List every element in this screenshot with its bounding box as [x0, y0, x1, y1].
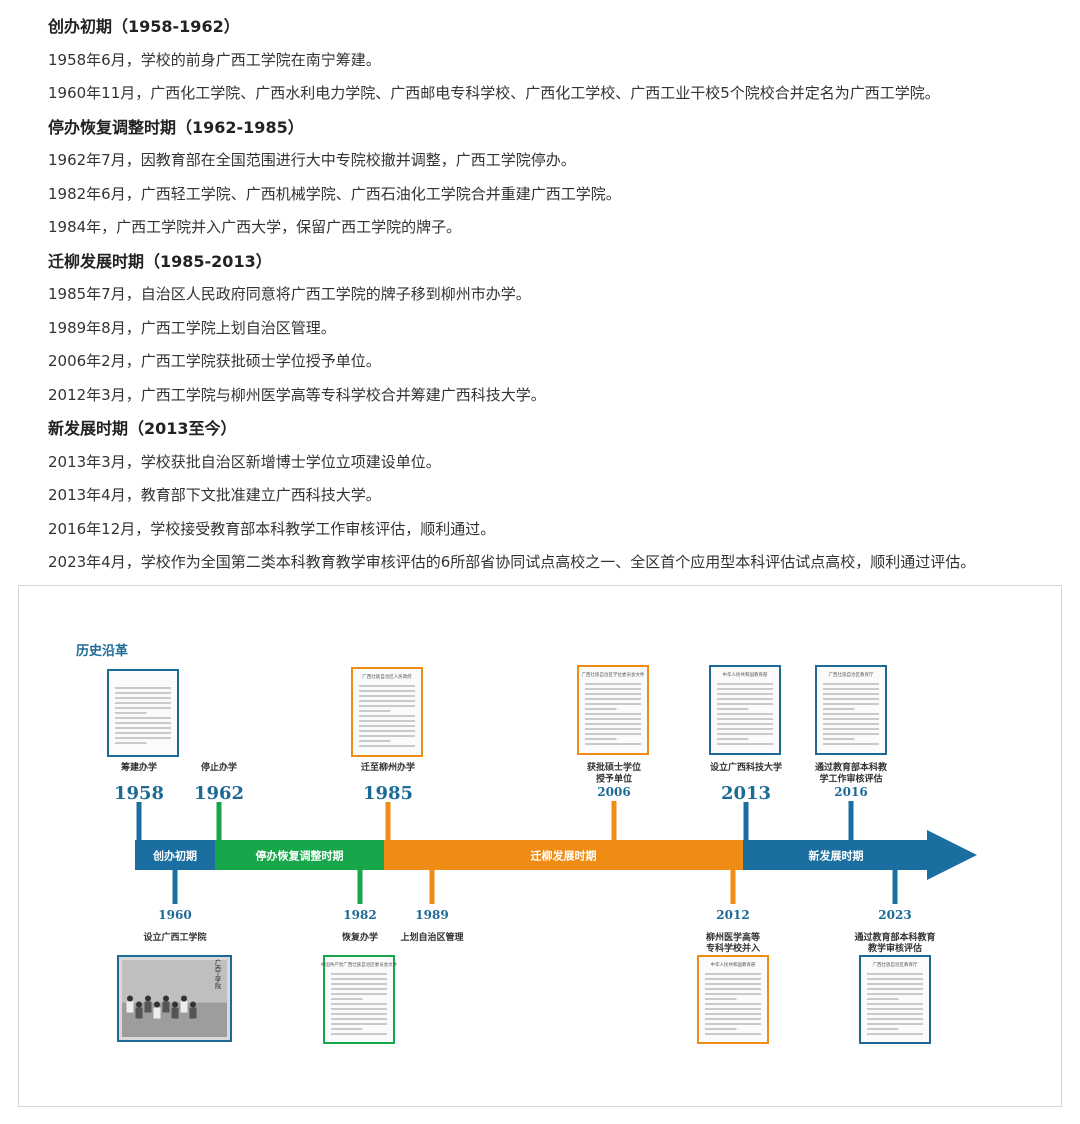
- archive-document-thumbnail: 中华人民共和国教育部: [709, 665, 781, 755]
- document-header-text: 中华人民共和国教育部: [711, 961, 756, 968]
- history-entry: 1958年6月，学校的前身广西工学院在南宁筹建。: [48, 50, 381, 69]
- photo-figure-head: [190, 1001, 196, 1008]
- archive-document-thumbnail: 广西壮族自治区教育厅: [815, 665, 887, 755]
- history-entry: 1982年6月，广西轻工学院、广西机械学院、广西石油化工学院合并重建广西工学院。: [48, 184, 621, 203]
- document-header-text: 广西壮族自治区学位委员会文件: [582, 671, 645, 678]
- timeline-event-label: 设立广西科技大学: [710, 761, 782, 773]
- document-header-text: 中国共产党广西壮族自治区委员会文件: [321, 961, 398, 968]
- section-title: 新发展时期（2013至今）: [48, 419, 237, 438]
- timeline-event-year: 1982: [343, 908, 376, 922]
- timeline-period-band: [135, 840, 215, 870]
- timeline-title: 历史沿革: [76, 643, 128, 659]
- photo-stamp-text: 广西工学院: [214, 958, 221, 990]
- photo-figure-body: [162, 1001, 170, 1013]
- timeline-period-label: 停办恢复调整时期: [256, 849, 344, 863]
- history-entry: 1960年11月，广西化工学院、广西水利电力学院、广西邮电专科学校、广西化工学校…: [48, 84, 940, 102]
- timeline-event-year: 2012: [716, 908, 749, 922]
- photo-figure-body: [171, 1007, 179, 1019]
- archive-document-thumbnail: 中华人民共和国教育部: [697, 955, 769, 1044]
- timeline-event-year: 1962: [194, 783, 244, 804]
- photo-figure-head: [181, 995, 187, 1002]
- history-entry: 1985年7月，自治区人民政府同意将广西工学院的牌子移到柳州市办学。: [48, 285, 531, 303]
- photo-figure-body: [153, 1007, 161, 1019]
- timeline-period-band: [743, 840, 929, 870]
- timeline-event-label: 通过教育部本科教育: [854, 931, 935, 943]
- timeline-event-year: 1989: [415, 908, 448, 922]
- document-header-text: 中华人民共和国教育部: [723, 671, 768, 678]
- photo-figure-body: [135, 1007, 143, 1019]
- timeline-event-year: 2016: [834, 785, 867, 799]
- timeline-graphic: 历史沿革 创办初期停办恢复调整时期迁柳发展时期新发展时期广西壮族自治区人民政府广…: [76, 643, 977, 1044]
- photo-figure-body: [189, 1007, 197, 1019]
- timeline-event-year: 2006: [597, 785, 630, 799]
- timeline-period-label: 迁柳发展时期: [531, 849, 597, 863]
- photo-figure-body: [144, 1001, 152, 1013]
- timeline-event-year: 1960: [158, 908, 191, 922]
- archive-photo: 广西工学院: [117, 955, 232, 1042]
- timeline-event-label: 停止办学: [201, 761, 237, 773]
- archive-document-thumbnail: 广西壮族自治区教育厅: [859, 955, 931, 1044]
- timeline-event-label: 通过教育部本科教: [815, 761, 888, 773]
- history-entry: 2013年4月，教育部下文批准建立广西科技大学。: [48, 486, 381, 504]
- timeline-event-label: 学工作审核评估: [819, 773, 882, 785]
- timeline-event-label: 授予单位: [596, 773, 632, 785]
- timeline-period-label: 新发展时期: [809, 849, 864, 863]
- section-title: 迁柳发展时期（1985-2013）: [48, 251, 272, 271]
- timeline-arrow-head: [927, 830, 977, 880]
- history-entry: 1984年，广西工学院并入广西大学，保留广西工学院的牌子。: [48, 218, 462, 236]
- timeline-event-label: 恢复办学: [342, 931, 378, 943]
- photo-figure-head: [172, 1001, 178, 1008]
- history-entry: 2016年12月，学校接受教育部本科教学工作审核评估，顺利通过。: [48, 519, 496, 538]
- document-header-text: 广西壮族自治区人民政府: [362, 673, 412, 680]
- photo-figure-body: [126, 1001, 134, 1013]
- timeline-event-year: 1985: [363, 783, 413, 804]
- archive-document-thumbnail: 广西壮族自治区人民政府: [351, 667, 423, 757]
- timeline-event-label: 设立广西工学院: [143, 931, 206, 943]
- timeline-event-label: 获批硕士学位: [587, 761, 641, 773]
- archive-document-thumbnail: 广西壮族自治区学位委员会文件: [577, 665, 649, 755]
- history-entry: 2013年3月，学校获批自治区新增博士学位立项建设单位。: [48, 452, 441, 471]
- photo-figure-head: [154, 1001, 160, 1008]
- timeline-event-year: 1958: [114, 783, 164, 804]
- timeline-event-year: 2023: [878, 908, 911, 922]
- timeline-period-band: [384, 840, 743, 870]
- photo-figure-head: [127, 995, 133, 1002]
- document-frame: [815, 665, 887, 755]
- history-timeline-figure: 历史沿革 创办初期停办恢复调整时期迁柳发展时期新发展时期广西壮族自治区人民政府广…: [18, 585, 1062, 1107]
- document-frame: [351, 667, 423, 757]
- timeline-event-label: 柳州医学高等: [706, 931, 760, 943]
- history-entry: 2012年3月，广西工学院与柳州医学高等专科学校合并筹建广西科技大学。: [48, 385, 546, 404]
- timeline-event-year: 2013: [721, 783, 771, 804]
- history-article: 创办初期（1958-1962） 1958年6月，学校的前身广西工学院在南宁筹建。 1…: [48, 10, 1058, 580]
- history-entry: 1962年7月，因教育部在全国范围进行大中专院校撤并调整，广西工学院停办。: [48, 151, 576, 169]
- timeline-event-label: 筹建办学: [121, 761, 157, 773]
- timeline-event-label: 专科学校并入: [706, 942, 760, 954]
- timeline-period-label: 创办初期: [152, 849, 197, 863]
- history-entry: 2006年2月，广西工学院获批硕士学位授予单位。: [48, 352, 381, 370]
- history-entry: 1989年8月，广西工学院上划自治区管理。: [48, 318, 336, 337]
- photo-figure-head: [136, 1001, 142, 1008]
- document-frame: [709, 665, 781, 755]
- section-title: 停办恢复调整时期（1962-1985）: [48, 117, 304, 137]
- photo-figure-head: [163, 995, 169, 1002]
- archive-document-thumbnail: 中国共产党广西壮族自治区委员会文件: [321, 955, 398, 1044]
- timeline-event-label: 迁至柳州办学: [361, 761, 415, 773]
- history-entry: 2023年4月，学校作为全国第二类本科教育教学审核评估的6所部省协同试点高校之一…: [48, 553, 976, 571]
- photo-figure-body: [180, 1001, 188, 1013]
- timeline-event-label: 教学审核评估: [867, 942, 922, 954]
- timeline-event-label: 上划自治区管理: [400, 931, 463, 943]
- archive-document-thumbnail: [107, 669, 179, 757]
- timeline-period-band: [215, 840, 384, 870]
- photo-figure-head: [145, 995, 151, 1002]
- document-frame: [577, 665, 649, 755]
- document-header-text: 广西壮族自治区教育厅: [829, 671, 874, 678]
- document-header-text: 广西壮族自治区教育厅: [873, 961, 918, 968]
- section-title: 创办初期（1958-1962）: [48, 17, 240, 36]
